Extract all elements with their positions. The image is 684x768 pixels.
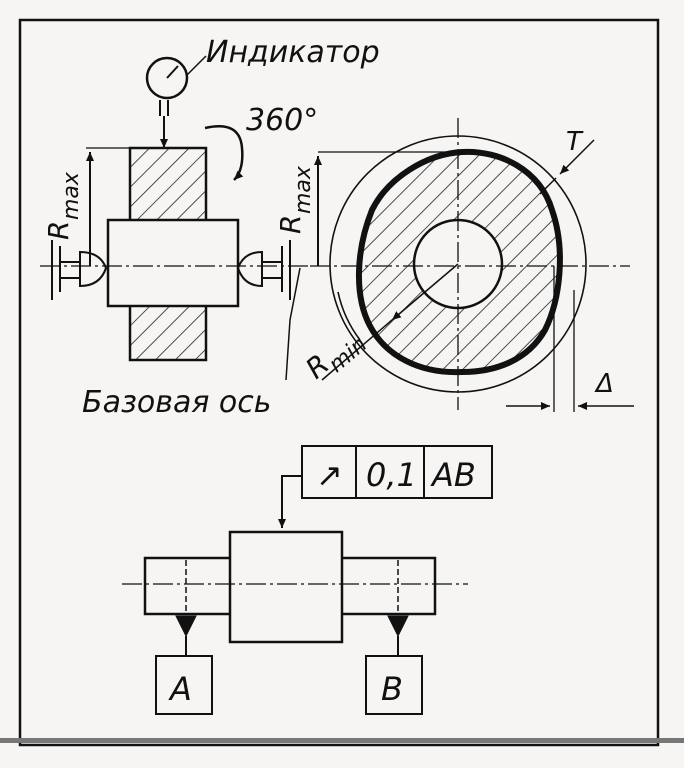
indicator-leader: [185, 55, 207, 77]
shaft-body: [106, 218, 240, 308]
rmax-left-sub: max: [59, 171, 84, 220]
rmax-left-label-group: R max: [42, 171, 84, 240]
tolerance-label: T: [566, 127, 584, 157]
shaft-collar: [228, 530, 344, 644]
rmin-dimension: [391, 263, 459, 321]
tolerance-arrow-inner: [539, 177, 557, 195]
lower-shaft: [122, 530, 468, 715]
datum-a-label: A: [168, 670, 192, 708]
right-center-tip: [236, 250, 263, 288]
rmax-left-label: R: [42, 221, 75, 240]
rotation-label: 360°: [246, 103, 318, 138]
rmax-right-label-group: R max: [274, 165, 316, 234]
datum-b-label: B: [381, 670, 403, 708]
base-axis-label: Базовая ось: [82, 385, 271, 420]
runout-symbol: ↗: [316, 456, 343, 494]
rotation-arrow: [204, 125, 244, 181]
rmax-right-sub: max: [291, 165, 316, 214]
bottom-edge-strip: [0, 738, 684, 743]
indicator-needle: [166, 65, 179, 79]
tolerance-arrow-outer: [559, 139, 595, 175]
right-center-support: [262, 240, 291, 300]
base-axis-leader: [285, 267, 301, 381]
rmin-leader: [321, 319, 393, 381]
outer-frame: [18, 18, 660, 747]
datum-a-triangle: [175, 615, 197, 638]
rmin-label-group: R min: [299, 332, 372, 385]
datum-a-box: [155, 655, 213, 715]
shaft-assembly: [40, 55, 310, 362]
indicator-dial: [145, 56, 189, 100]
min-circle-arc: [337, 291, 361, 341]
indicator-label: Индикатор: [206, 35, 380, 70]
datum-b-box: [365, 655, 423, 715]
left-center-support: [51, 240, 80, 300]
datum-b-triangle: [387, 615, 409, 638]
frame-leader: [278, 475, 302, 528]
left-center-tip: [79, 250, 108, 288]
rmax-right-label: R: [274, 215, 307, 234]
tolerance-frame: [278, 445, 493, 528]
delta-label: Δ: [594, 369, 614, 399]
frame-box: [301, 445, 493, 499]
tolerance-value: 0,1: [366, 456, 417, 494]
datum-reference: AB: [430, 456, 476, 494]
section-view: [285, 118, 634, 412]
